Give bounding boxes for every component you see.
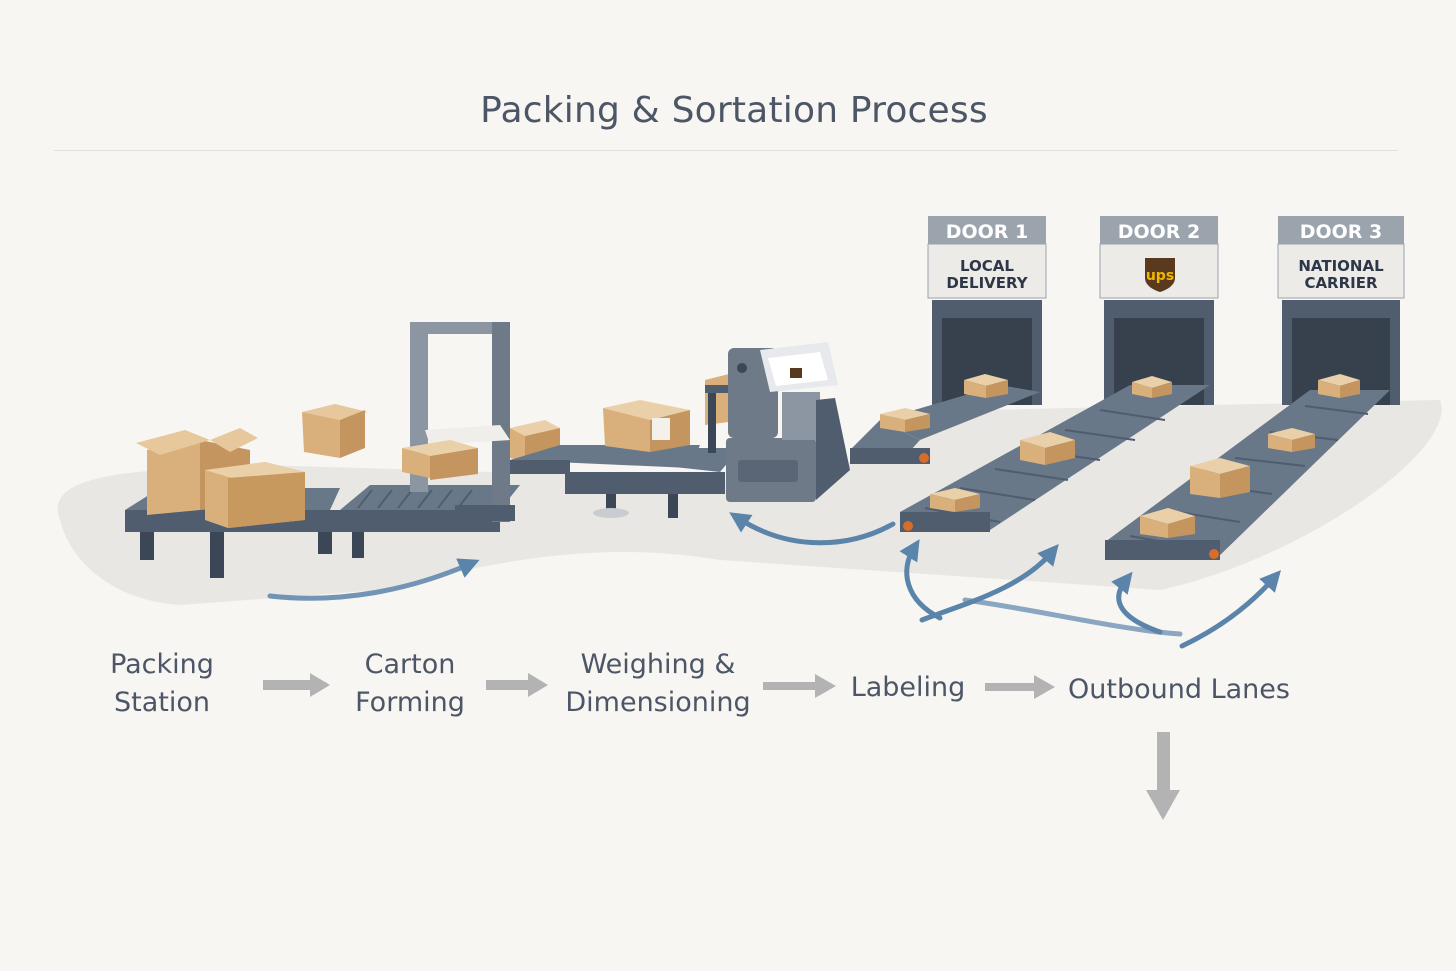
page-title: Packing & Sortation Process (480, 90, 988, 132)
flow-arrow-lane-2-left (1111, 571, 1163, 635)
door-3-label-line1: NATIONAL (1298, 257, 1384, 275)
lane-conveyor-1 (850, 374, 1040, 464)
lane-conveyor-3 (1105, 374, 1390, 560)
stage-labeling: Labeling (850, 672, 966, 703)
flow-arrow-lane-1-left (899, 539, 943, 621)
step-arrows (263, 673, 1180, 820)
label-machine (705, 342, 850, 502)
stage-weighing-dimensioning: Weighing & Dimensioning (565, 649, 751, 718)
carton-former (402, 322, 560, 522)
title-divider (54, 150, 1398, 151)
step-arrow-4 (985, 675, 1055, 699)
flow-arrows (267, 512, 1281, 649)
packing-boxes (136, 404, 368, 528)
door-2: DOOR 2 ups (1099, 216, 1219, 405)
flow-arrow-lane-1-right (919, 543, 1059, 623)
door-3-label-line2: CARRIER (1304, 274, 1378, 292)
stage-carton-forming: Carton Forming (355, 649, 465, 718)
ups-logo-icon: ups (1145, 258, 1175, 292)
step-arrow-1 (263, 673, 330, 697)
door-1-label-line1: LOCAL (960, 257, 1014, 275)
svg-text:ups: ups (1146, 268, 1174, 284)
step-arrow-3 (763, 674, 836, 698)
stage-packing-station: Packing Station (110, 649, 214, 718)
flow-arrow-packing (267, 558, 480, 601)
stage-outbound-lanes: Outbound Lanes (1068, 674, 1290, 705)
step-arrow-down (1146, 732, 1180, 820)
door-3-header: DOOR 3 (1300, 221, 1383, 243)
door-1-label-line2: DELIVERY (946, 274, 1028, 292)
flow-arrow-labeling (729, 512, 896, 546)
flow-arrow-lane-2-right (1179, 570, 1281, 649)
door-1-header: DOOR 1 (946, 221, 1029, 243)
weighing-conveyor (510, 400, 740, 518)
door-2-header: DOOR 2 (1118, 221, 1201, 243)
step-arrow-2 (486, 673, 548, 697)
lane-conveyor-2 (900, 376, 1210, 532)
